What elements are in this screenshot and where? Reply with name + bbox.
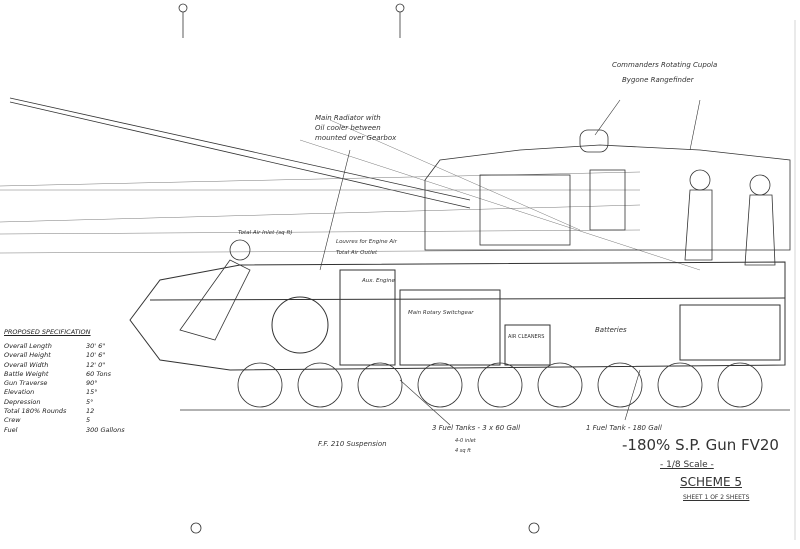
label-batteries: Batteries	[595, 326, 627, 334]
sight-lines	[0, 119, 701, 271]
label-louvres-1: Louvres for Engine Air	[336, 239, 397, 245]
label-radiator-3: mounted over Gearbox	[315, 134, 397, 142]
label-cupola: Commanders Rotating Cupola	[612, 61, 718, 69]
label-air-cleaners: AIR CLEANERS	[508, 334, 545, 340]
drawing-title: -180% S.P. Gun FV20	[622, 436, 779, 454]
label-fuel-tank-1: 1 Fuel Tank - 180 Gall	[586, 424, 662, 432]
label-inlet: 4-0 inlet	[455, 438, 476, 444]
label-louvres-2: Total Air Outlet	[336, 250, 378, 256]
gun-barrel	[9, 97, 471, 209]
label-suspension: F.F. 210 Suspension	[318, 440, 387, 448]
label-air-inlet: Total Air Inlet (sq ft)	[238, 230, 293, 236]
turret	[424, 129, 791, 251]
label-switchgear: Main Rotary Switchgear	[408, 310, 474, 316]
label-aux-engine: Aux. Engine	[362, 278, 395, 284]
drawing-scheme: SCHEME 5	[680, 475, 742, 489]
label-rangefinder: Bygone Rangefinder	[622, 76, 694, 84]
specification-heading: PROPOSED SPECIFICATION	[4, 328, 91, 336]
drawing-scale: - 1/8 Scale -	[660, 460, 714, 470]
drawing-sheet: SHEET 1 OF 2 SHEETS	[683, 494, 750, 501]
leader-lines	[319, 99, 701, 426]
label-radiator-1: Main Radiator with	[315, 114, 381, 122]
label-fuel-tanks-3: 3 Fuel Tanks - 3 x 60 Gall	[432, 424, 521, 432]
label-sq-ft: 4 sq ft	[455, 448, 471, 454]
punch-marks	[178, 3, 540, 534]
crew-figures	[179, 169, 776, 341]
label-radiator-2: Oil cooler between	[315, 124, 381, 132]
road-wheels	[180, 362, 790, 411]
